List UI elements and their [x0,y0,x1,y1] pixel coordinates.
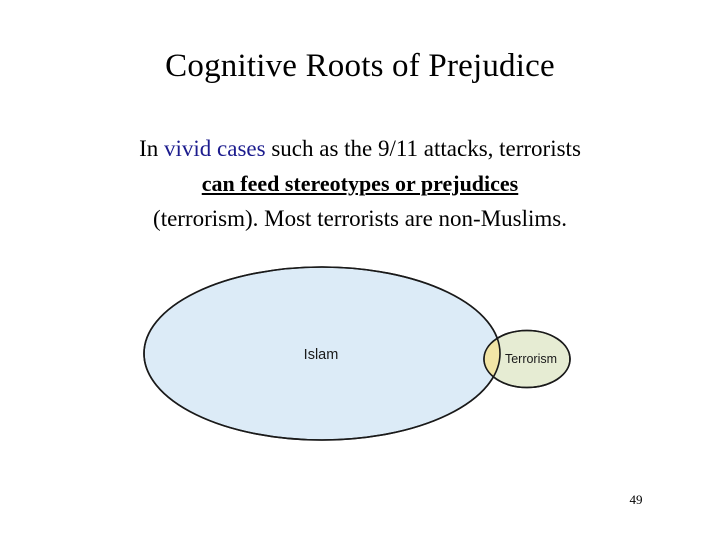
body-line-1-highlight: vivid cases [164,136,266,161]
slide-body-text: In vivid cases such as the 9/11 attacks,… [36,131,684,236]
body-line-1-suffix: such as the 9/11 attacks, terrorists [265,136,581,161]
venn-label-islam: Islam [304,347,339,363]
venn-ellipse-terrorism-outline [483,329,571,389]
venn-diagram: Islam Terrorism [140,262,590,457]
venn-label-terrorism: Terrorism [505,352,557,366]
venn-diagram-svg: Islam Terrorism [143,266,571,441]
body-line-1-prefix: In [139,136,165,161]
body-line-2-emphasis: can feed stereotypes or prejudices [201,171,519,196]
slide-title: Cognitive Roots of Prejudice [165,48,555,84]
body-line-1: In vivid cases such as the 9/11 attacks,… [36,131,684,166]
venn-ellipse-islam-outline [143,266,501,441]
page-number: 49 [629,492,643,507]
body-line-2: can feed stereotypes or prejudices [36,166,684,201]
body-line-3: (terrorism). Most terrorists are non-Mus… [153,206,567,231]
